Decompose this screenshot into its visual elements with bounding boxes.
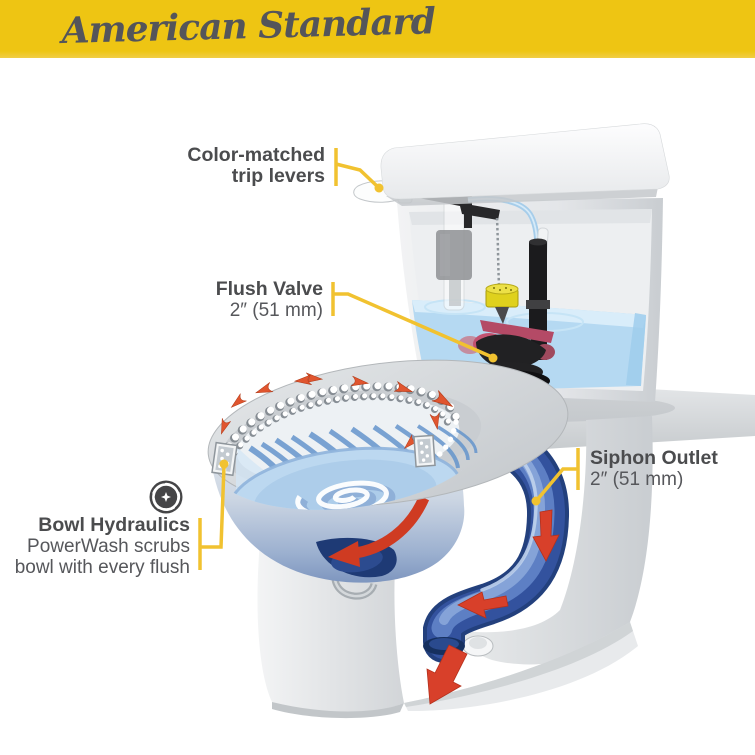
- bowl-hydraulics-line1: PowerWash scrubs: [27, 536, 190, 557]
- flush-valve-size: 2″ (51 mm): [229, 300, 323, 321]
- flush-valve-leader: [331, 282, 493, 359]
- underbowl-flow-arrow: [328, 495, 430, 567]
- float-cup: [485, 283, 519, 308]
- callout-leaders: [198, 148, 580, 570]
- rim-cut-box-right: [413, 434, 436, 468]
- callout-trip-levers: Color-matched trip levers: [187, 145, 325, 187]
- siphon-outlet-leader: [535, 448, 580, 502]
- bowl-hydraulics-title: Bowl Hydraulics: [38, 514, 190, 536]
- brand-logo: American Standard: [58, 0, 436, 52]
- siphon-outlet-title: Siphon Outlet: [590, 447, 718, 469]
- trip-levers-label-line2: trip levers: [231, 165, 325, 187]
- flapper-chain: [495, 217, 501, 287]
- siphon-outlet-size: 2″ (51 mm): [590, 469, 684, 490]
- bowl-hydraulics-leader: [198, 465, 226, 570]
- bolt-cap: [462, 635, 494, 657]
- tank-lid: [380, 123, 670, 206]
- flush-valve-title: Flush Valve: [215, 278, 323, 300]
- callout-leader-dots: [219, 183, 541, 506]
- siphon-exit-arrow: [426, 644, 468, 705]
- bowl-hydraulics-line2: bowl with every flush: [14, 557, 190, 578]
- base-right-foot: [452, 416, 653, 665]
- trip-levers-label-line1: Color-matched: [187, 144, 325, 166]
- trip-lever-leader: [334, 148, 380, 189]
- callout-flush-valve: Flush Valve 2″ (51 mm): [215, 278, 323, 322]
- callout-siphon-outlet: Siphon Outlet 2″ (51 mm): [590, 447, 718, 491]
- trap-flow-arrows: [426, 509, 560, 705]
- brand-banner: American Standard: [0, 0, 755, 58]
- callout-bowl-hydraulics: Bowl Hydraulics PowerWash scrubs bowl wi…: [14, 514, 190, 579]
- powerwash-swirl-icon: [149, 480, 183, 514]
